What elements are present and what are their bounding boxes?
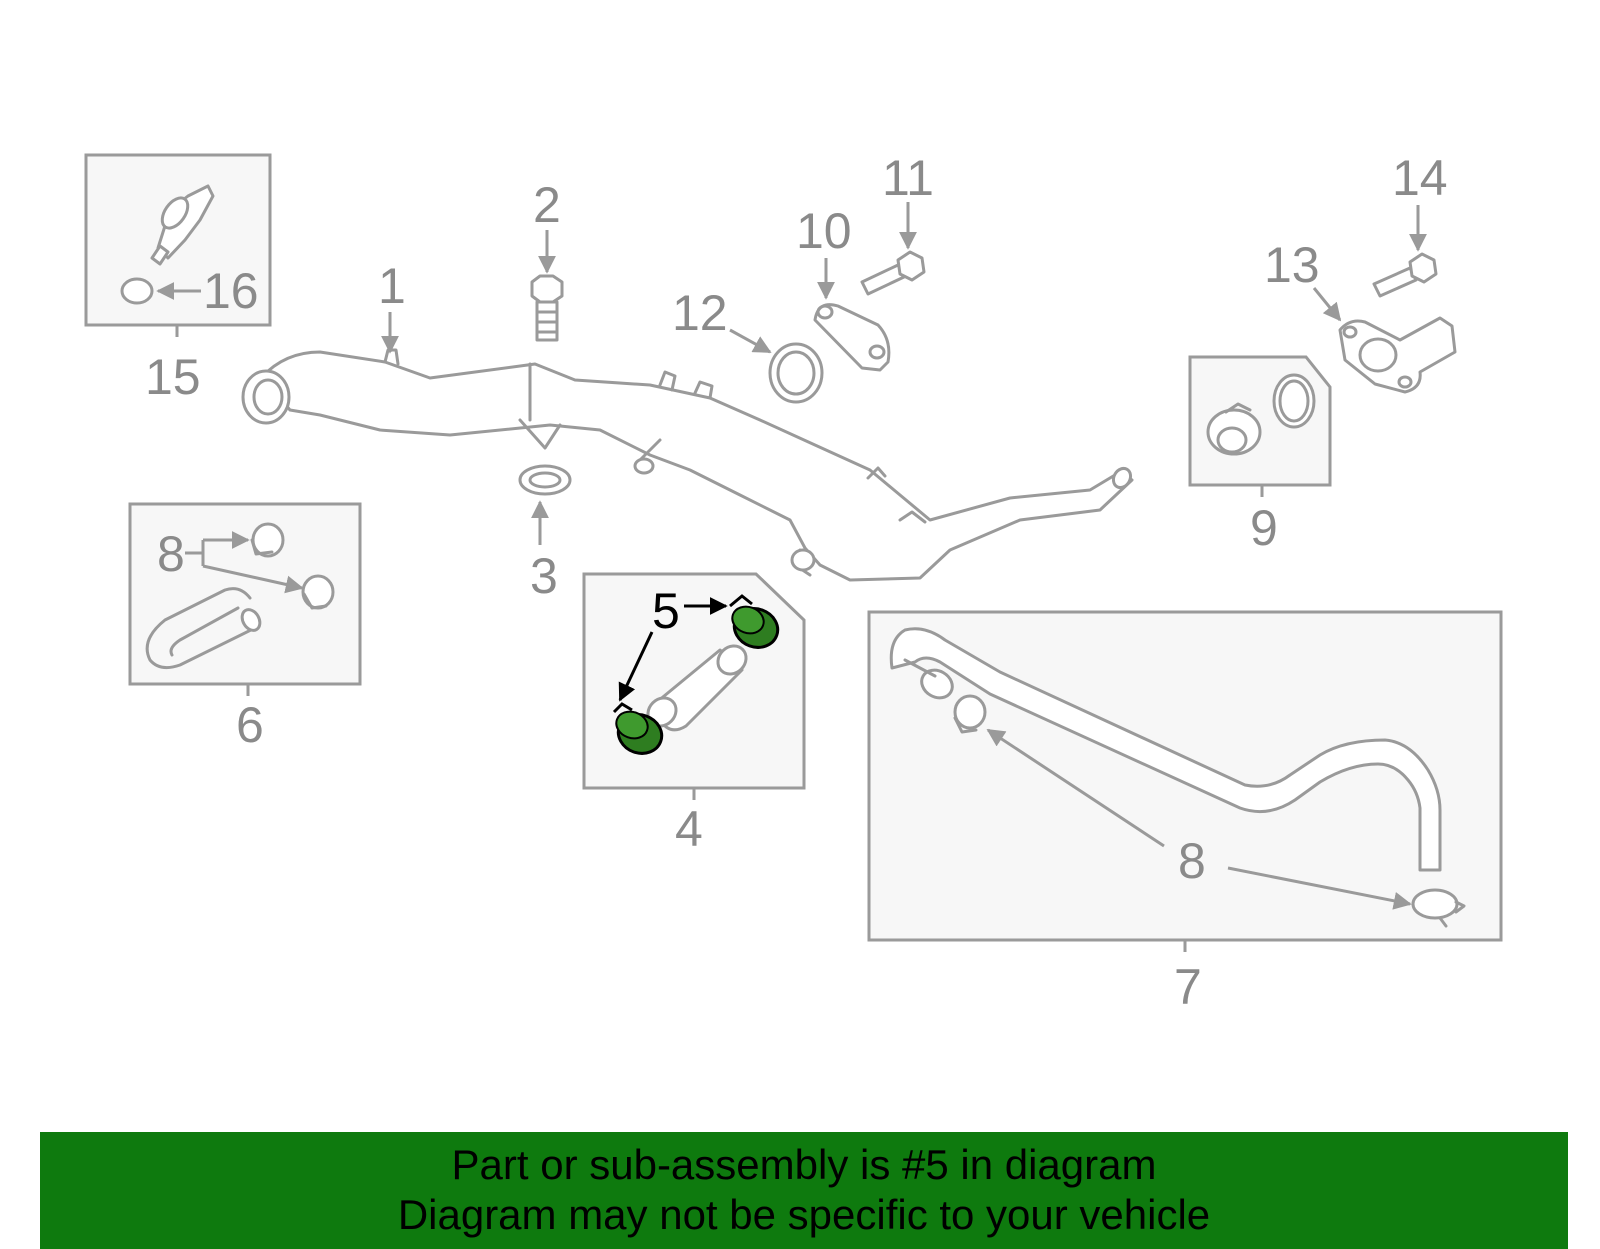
callout-6: 6: [236, 697, 264, 753]
callout-9: 9: [1250, 500, 1278, 556]
callout-8-box7: 8: [1178, 833, 1206, 889]
banner-line-disclaimer: Diagram may not be specific to your vehi…: [397, 1191, 1211, 1238]
callout-4: 4: [675, 801, 703, 857]
callout-8-box6: 8: [157, 526, 185, 582]
part-12-o-ring[interactable]: [768, 342, 824, 404]
callout-5: 5: [652, 583, 680, 639]
part-5-clamp-upper[interactable]: [729, 594, 784, 653]
callout-11: 11: [882, 150, 934, 206]
part-6-box[interactable]: [128, 502, 362, 696]
part-11-bolt[interactable]: [860, 250, 926, 296]
banner-line-part: Part or sub-assembly is #5 in diagram: [451, 1141, 1157, 1188]
callout-14: 14: [1392, 150, 1448, 206]
info-banner: Part or sub-assembly is #5 in diagram Di…: [40, 1132, 1568, 1249]
part-1-water-pipe[interactable]: [241, 348, 1134, 582]
callout-1: 1: [378, 258, 406, 314]
part-3-gasket[interactable]: [518, 464, 572, 496]
part-2-bolt[interactable]: [530, 274, 564, 342]
part-13-housing[interactable]: [1338, 316, 1457, 394]
part-7-box[interactable]: [867, 610, 1503, 952]
callout-3: 3: [530, 548, 558, 604]
callout-13: 13: [1264, 237, 1320, 293]
part-14-bolt[interactable]: [1372, 252, 1438, 298]
part-15-box[interactable]: [84, 153, 272, 337]
leader-12: [729, 328, 772, 354]
part-4-box[interactable]: [582, 572, 806, 800]
callout-2: 2: [533, 177, 561, 233]
part-10-gasket[interactable]: [813, 303, 891, 372]
callout-7: 7: [1174, 959, 1202, 1015]
part-9-box[interactable]: [1188, 355, 1332, 497]
callout-16: 16: [203, 263, 259, 319]
leader-5-lower: [618, 631, 654, 702]
callout-10: 10: [796, 203, 852, 259]
callout-12: 12: [672, 285, 728, 341]
part-5-clamp-lower[interactable]: [612, 702, 668, 759]
callout-15: 15: [145, 349, 201, 405]
leader-13: [1312, 287, 1342, 322]
